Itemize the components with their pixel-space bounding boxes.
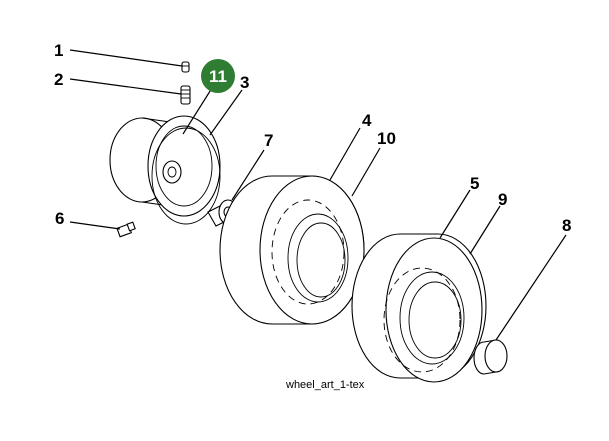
callout-6: 6 (55, 209, 64, 228)
valve-cap (181, 61, 190, 73)
callout-1: 1 (54, 41, 63, 60)
callout-11: 11 (209, 67, 227, 86)
grease-fitting (116, 221, 136, 238)
valve-stem (180, 85, 191, 105)
figure-caption: wheel_art_1-tex (285, 379, 365, 391)
callout-7: 7 (264, 131, 273, 150)
wheel-rim (109, 115, 221, 217)
callout-10: 10 (377, 129, 396, 148)
callout-5: 5 (470, 174, 479, 193)
hub-cap (473, 339, 508, 375)
callout-11-badge: 11 (201, 59, 235, 93)
callout-8: 8 (562, 216, 571, 235)
front-tire (219, 175, 365, 325)
leader-lines (69, 49, 567, 341)
rear-tire (351, 233, 487, 383)
callout-2: 2 (54, 70, 63, 89)
callout-9: 9 (498, 190, 507, 209)
callout-4: 4 (362, 111, 372, 130)
callout-3: 3 (240, 73, 249, 92)
badge-circle (201, 59, 235, 93)
rim-seal-ring (151, 127, 221, 225)
